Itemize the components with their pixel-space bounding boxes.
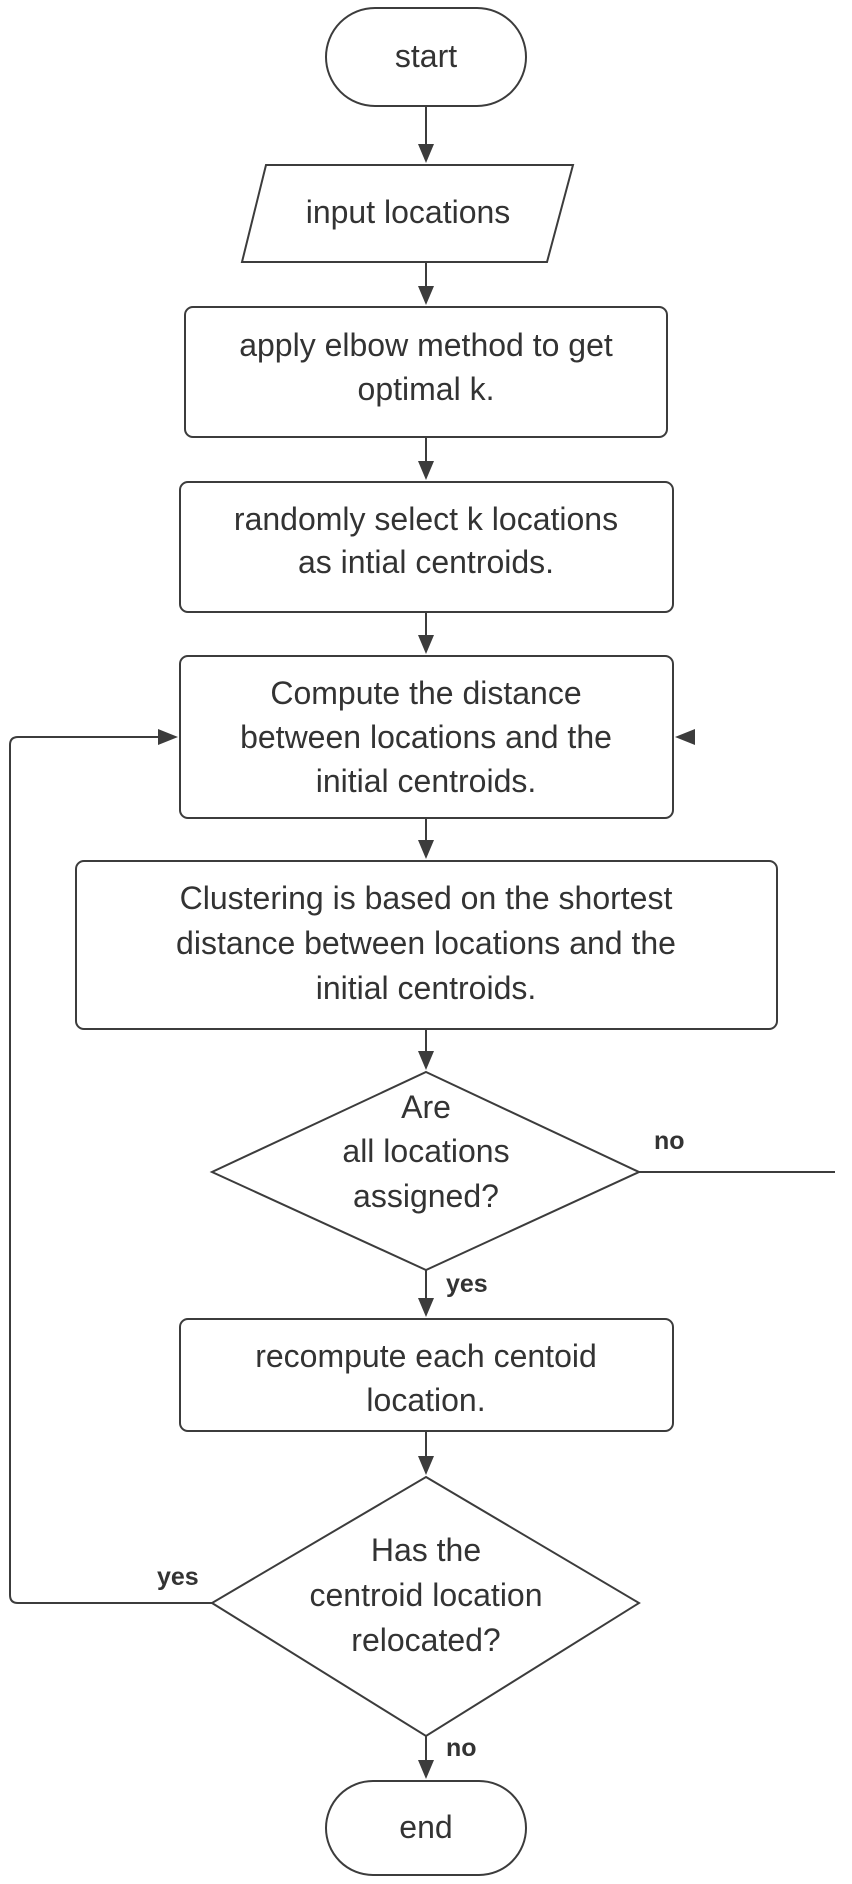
assigned-label-line-3: assigned? <box>353 1178 499 1214</box>
cluster-label-line-2: distance between locations and the <box>176 925 676 961</box>
edge-label-assigned-no: no <box>654 1127 685 1155</box>
compute-label-line-1: Compute the distance <box>270 675 581 711</box>
relocated-label-line-3: relocated? <box>351 1622 500 1658</box>
arrowhead-assigned-yes <box>418 1298 434 1317</box>
arrowhead-cluster-assigned <box>418 1051 434 1070</box>
arrowhead-compute-cluster <box>418 840 434 859</box>
elbow-label-line-1: apply elbow method to get <box>239 327 613 363</box>
edge-label-relocated-no: no <box>446 1734 477 1762</box>
arrowhead-start-input <box>418 144 434 163</box>
start-label: start <box>395 38 457 74</box>
compute-label-line-3: initial centroids. <box>316 763 537 799</box>
elbow-label-line-2: optimal k. <box>358 371 495 407</box>
edge-label-assigned-yes: yes <box>446 1270 488 1298</box>
compute-label-line-2: between locations and the <box>240 719 612 755</box>
end-terminator <box>325 1780 527 1876</box>
select-label-line-1: randomly select k locations <box>234 501 618 537</box>
arrowhead-relocated-yes <box>158 729 178 745</box>
arrowhead-select-compute <box>418 635 434 654</box>
edge-label-relocated-yes: yes <box>157 1563 199 1591</box>
relocated-label-line-1: Has the <box>371 1532 481 1568</box>
input-label: input locations <box>306 194 511 230</box>
recompute-label-line-2: location. <box>366 1382 485 1418</box>
arrowhead-recompute-relocated <box>418 1456 434 1475</box>
assigned-label-line-1: Are <box>401 1089 451 1125</box>
cluster-label-line-3: initial centroids. <box>316 970 537 1006</box>
cluster-label-line-1: Clustering is based on the shortest <box>180 880 673 916</box>
arrowhead-assigned-no <box>675 729 695 745</box>
arrowhead-input-elbow <box>418 286 434 305</box>
end-label: end <box>399 1809 452 1845</box>
assigned-label-line-2: all locations <box>342 1133 509 1169</box>
arrowhead-elbow-select <box>418 461 434 480</box>
connector-relocated-yes-loop <box>9 736 212 1604</box>
input-parallelogram <box>240 164 575 263</box>
arrowhead-relocated-no <box>418 1760 434 1779</box>
recompute-label-line-1: recompute each centoid <box>255 1338 597 1374</box>
select-label-line-2: as intial centroids. <box>298 544 554 580</box>
relocated-label-line-2: centroid location <box>309 1577 542 1613</box>
